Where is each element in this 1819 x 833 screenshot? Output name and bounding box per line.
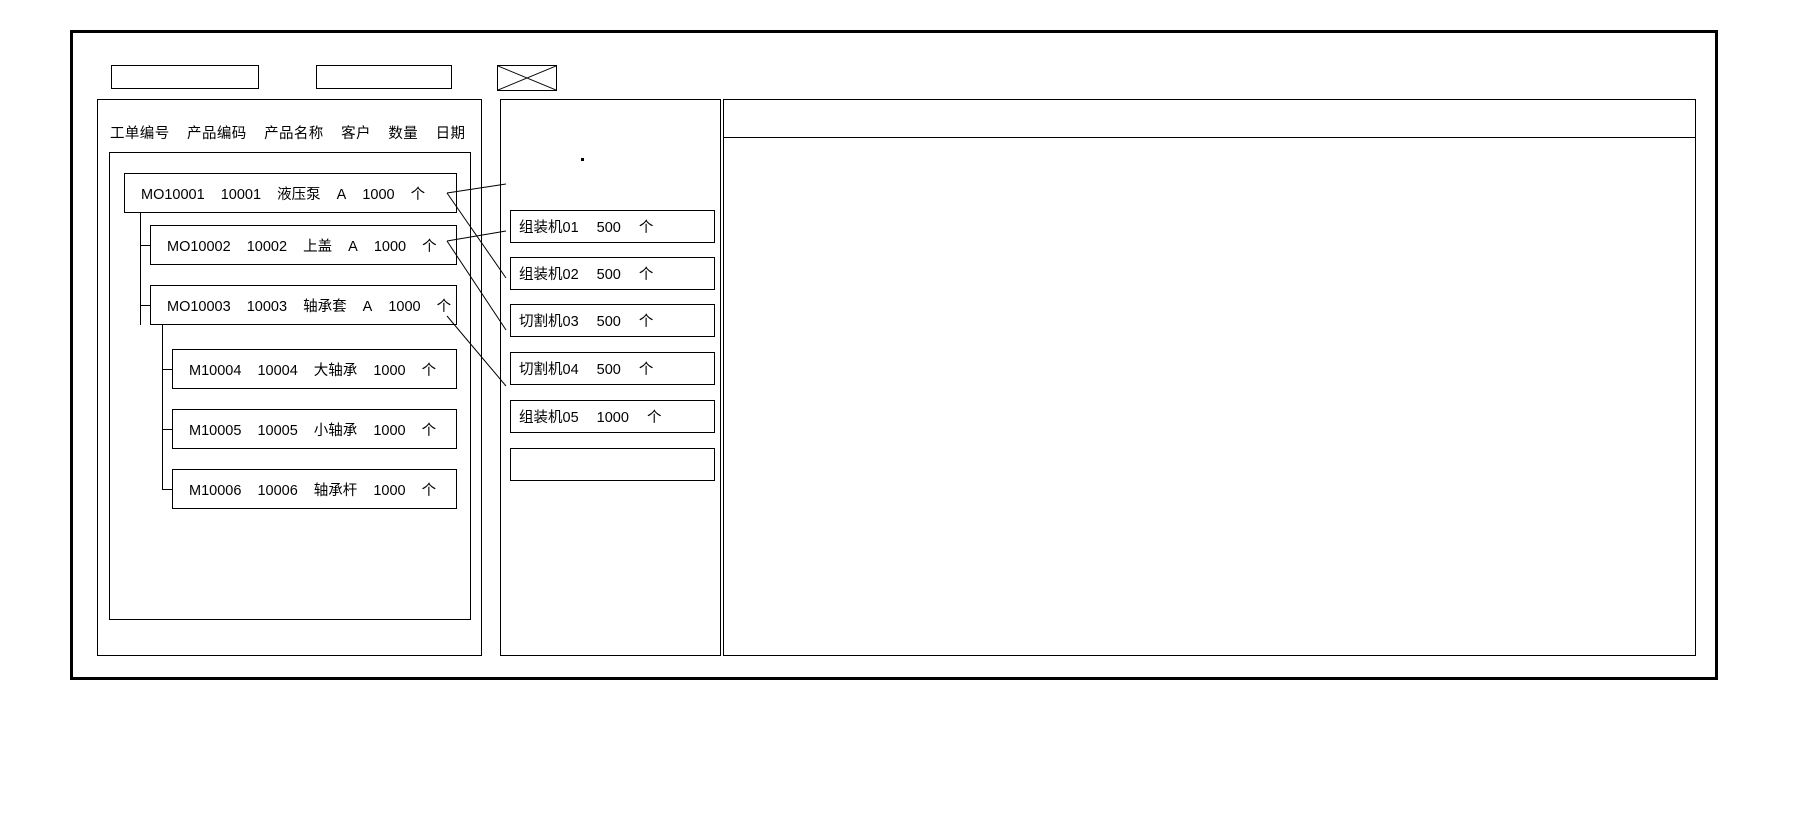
cell-customer: A [336,186,347,203]
cell-unit: 个 [638,362,654,378]
column-header-product-code: 产品编码 [187,126,247,142]
column-header-qty: 数量 [388,126,419,142]
column-header-product-name: 产品名称 [264,126,324,142]
list-item[interactable]: 组装机05 1000 个 [510,400,715,433]
cell-customer: A [348,238,358,255]
list-item[interactable]: 组装机02 500 个 [510,257,715,290]
cell-product-code: 10003 [246,298,288,315]
cell-unit: 个 [638,220,654,236]
order-table-header: 工单编号 产品编码 产品名称 客户 数量 日期 [110,122,465,143]
cell-qty: 500 [596,362,621,378]
cell-unit: 个 [638,267,654,283]
cell-order-no: MO10003 [167,298,231,315]
tree-rail-branch-node4 [162,429,173,430]
cell-product-name: 小轴承 [313,422,358,439]
cell-unit: 个 [410,186,426,203]
table-row[interactable]: MO10001 10001 液压泵 A 1000 个 [124,173,457,213]
cell-qty: 1000 [362,186,395,203]
cell-machine: 切割机04 [519,362,579,378]
toolbar-field-1[interactable] [111,65,259,89]
cell-customer: A [362,298,373,315]
cell-qty: 1000 [388,298,421,315]
list-item[interactable]: 切割机03 500 个 [510,304,715,337]
tree-rail-branch-node5 [162,489,173,490]
list-item[interactable]: 组装机01 500 个 [510,210,715,243]
cell-qty: 1000 [373,422,406,439]
cell-product-code: 10004 [257,362,298,379]
toolbar-field-2[interactable] [316,65,452,89]
cell-order-no: M10004 [189,362,242,379]
cell-machine: 组装机05 [519,410,579,426]
column-header-date: 日期 [435,126,466,142]
cell-unit: 个 [638,314,654,330]
cell-qty: 500 [596,267,621,283]
cell-machine: 组装机01 [519,220,579,236]
cell-qty: 500 [596,314,621,330]
list-item[interactable]: 切割机04 500 个 [510,352,715,385]
detail-panel-header-divider [724,137,1695,138]
tree-rail-branch-node2 [140,305,151,306]
cell-qty: 1000 [596,410,629,426]
cell-product-code: 10006 [257,482,298,499]
work-order-panel: 工单编号 产品编码 产品名称 客户 数量 日期 MO10001 10001 液压… [97,99,482,656]
image-placeholder-icon[interactable] [497,65,557,91]
cell-unit: 个 [421,362,437,379]
tree-rail-level1 [140,213,141,325]
application-window-frame: 工单编号 产品编码 产品名称 客户 数量 日期 MO10001 10001 液压… [70,30,1718,680]
cell-machine: 切割机03 [519,314,579,330]
cell-qty: 1000 [373,482,406,499]
list-item-empty[interactable] [510,448,715,481]
detail-panel [723,99,1696,656]
dot-marker-icon [581,158,584,161]
toolbar [73,33,1715,91]
cell-order-no: M10005 [189,422,242,439]
column-header-order-no: 工单编号 [110,126,170,142]
order-tree-container: MO10001 10001 液压泵 A 1000 个 MO10002 10002… [109,152,471,620]
cell-product-code: 10002 [246,238,288,255]
cell-product-name: 大轴承 [313,362,358,379]
cell-qty: 1000 [373,238,407,255]
cell-unit: 个 [422,238,437,255]
cell-product-name: 轴承套 [303,298,347,315]
table-row[interactable]: M10005 10005 小轴承 1000 个 [172,409,457,449]
cell-machine: 组装机02 [519,267,579,283]
cell-qty: 1000 [373,362,406,379]
cell-product-name: 液压泵 [277,186,321,203]
tree-rail-branch-node1 [140,245,151,246]
image-placeholder-cross-icon [498,66,556,90]
table-row[interactable]: MO10002 10002 上盖 A 1000 个 [150,225,457,265]
table-row[interactable]: MO10003 10003 轴承套 A 1000 个 [150,285,457,325]
cell-order-no: MO10001 [141,186,205,203]
cell-product-name: 轴承杆 [313,482,358,499]
tree-rail-branch-node3 [162,369,173,370]
cell-qty: 500 [596,220,621,236]
cell-product-name: 上盖 [303,238,333,255]
cell-unit: 个 [421,482,437,499]
cell-unit: 个 [436,298,452,315]
cell-product-code: 10005 [257,422,298,439]
cell-unit: 个 [646,410,662,426]
cell-unit: 个 [421,422,437,439]
machine-dispatch-panel: 组装机01 500 个 组装机02 500 个 切割机03 500 个 切割机0… [500,99,721,656]
tree-rail-level2 [162,325,163,489]
table-row[interactable]: M10006 10006 轴承杆 1000 个 [172,469,457,509]
cell-order-no: MO10002 [167,238,231,255]
column-header-customer: 客户 [341,126,371,142]
cell-order-no: M10006 [189,482,242,499]
table-row[interactable]: M10004 10004 大轴承 1000 个 [172,349,457,389]
cell-product-code: 10001 [220,186,262,203]
